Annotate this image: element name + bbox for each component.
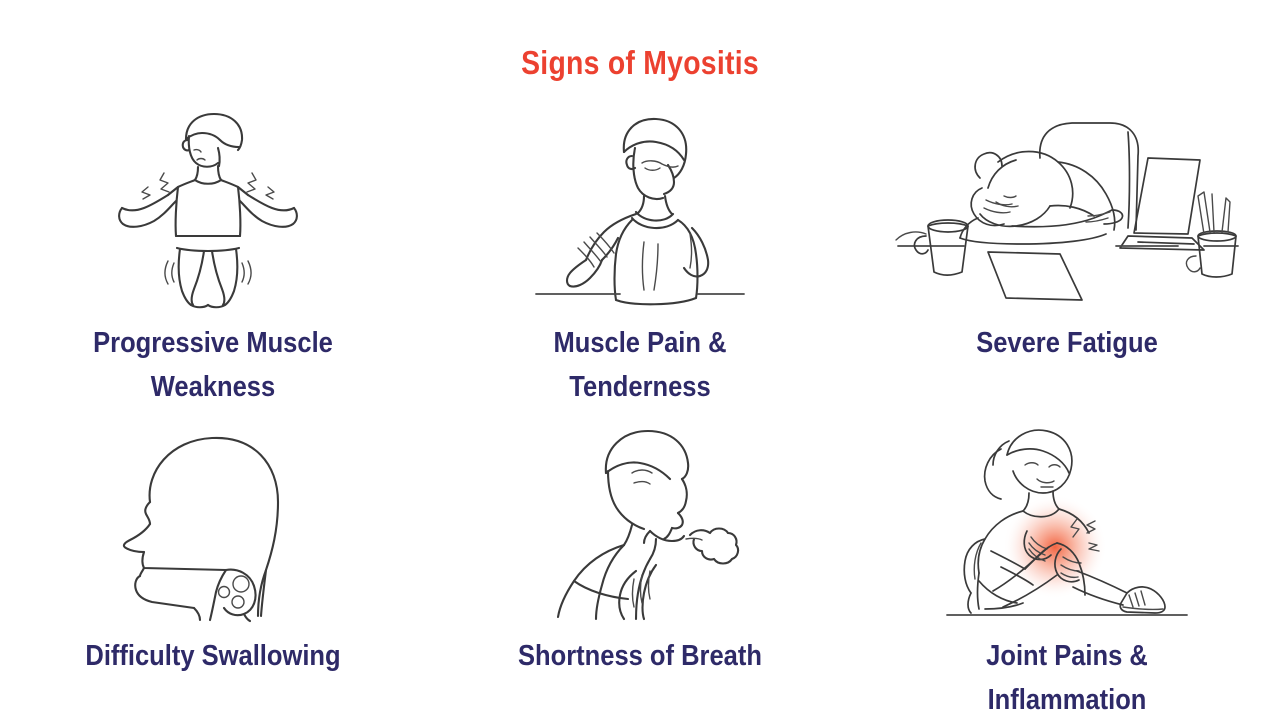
illustration-person-holding-shoulder <box>427 96 854 308</box>
person-holding-shoulder-icon <box>536 119 744 304</box>
person-breathing-hard-icon <box>558 431 738 619</box>
illustration-person-holding-painful-knee <box>853 409 1280 621</box>
signs-grid: Progressive Muscle Weakness <box>0 96 1280 696</box>
illustration-person-asleep-at-desk <box>853 96 1280 308</box>
illustration-weak-trembling-person <box>0 96 427 308</box>
sign-label-line1: Muscle Pain & <box>508 322 772 366</box>
sign-label-line2: Weakness <box>81 366 345 410</box>
illustration-head-profile-throat <box>0 409 427 621</box>
sign-label-line1: Joint Pains & <box>935 635 1199 679</box>
sign-card-severe-fatigue: Severe Fatigue <box>853 96 1280 409</box>
person-asleep-at-desk-icon <box>896 123 1238 300</box>
sign-label-line2: Tenderness <box>508 366 772 410</box>
sign-label-muscle-pain-tenderness: Muscle Pain & Tenderness <box>508 322 772 409</box>
sign-label-line2: Inflammation <box>935 679 1199 722</box>
sign-label-line1: Shortness of Breath <box>508 635 772 679</box>
illustration-person-breathing-hard <box>427 409 854 621</box>
sign-label-shortness-of-breath: Shortness of Breath <box>508 635 772 679</box>
sign-card-progressive-muscle-weakness: Progressive Muscle Weakness <box>0 96 427 409</box>
sign-label-line1: Severe Fatigue <box>935 322 1199 366</box>
sign-label-line1: Difficulty Swallowing <box>81 635 345 679</box>
sign-card-shortness-of-breath: Shortness of Breath <box>427 409 854 722</box>
sign-label-line1: Progressive Muscle <box>81 322 345 366</box>
sign-label-progressive-muscle-weakness: Progressive Muscle Weakness <box>81 322 345 409</box>
sign-card-joint-pains-inflammation: Joint Pains & Inflammation <box>853 409 1280 722</box>
pain-glow <box>1003 495 1107 599</box>
sign-card-difficulty-swallowing: Difficulty Swallowing <box>0 409 427 722</box>
sign-label-joint-pains-inflammation: Joint Pains & Inflammation <box>935 635 1199 722</box>
sign-card-muscle-pain-tenderness: Muscle Pain & Tenderness <box>427 96 854 409</box>
head-profile-throat-icon <box>124 438 278 621</box>
page-title: Signs of Myositis <box>90 44 1191 82</box>
sign-label-difficulty-swallowing: Difficulty Swallowing <box>81 635 345 679</box>
weak-trembling-person-icon <box>119 114 297 307</box>
sign-label-severe-fatigue: Severe Fatigue <box>935 322 1199 366</box>
